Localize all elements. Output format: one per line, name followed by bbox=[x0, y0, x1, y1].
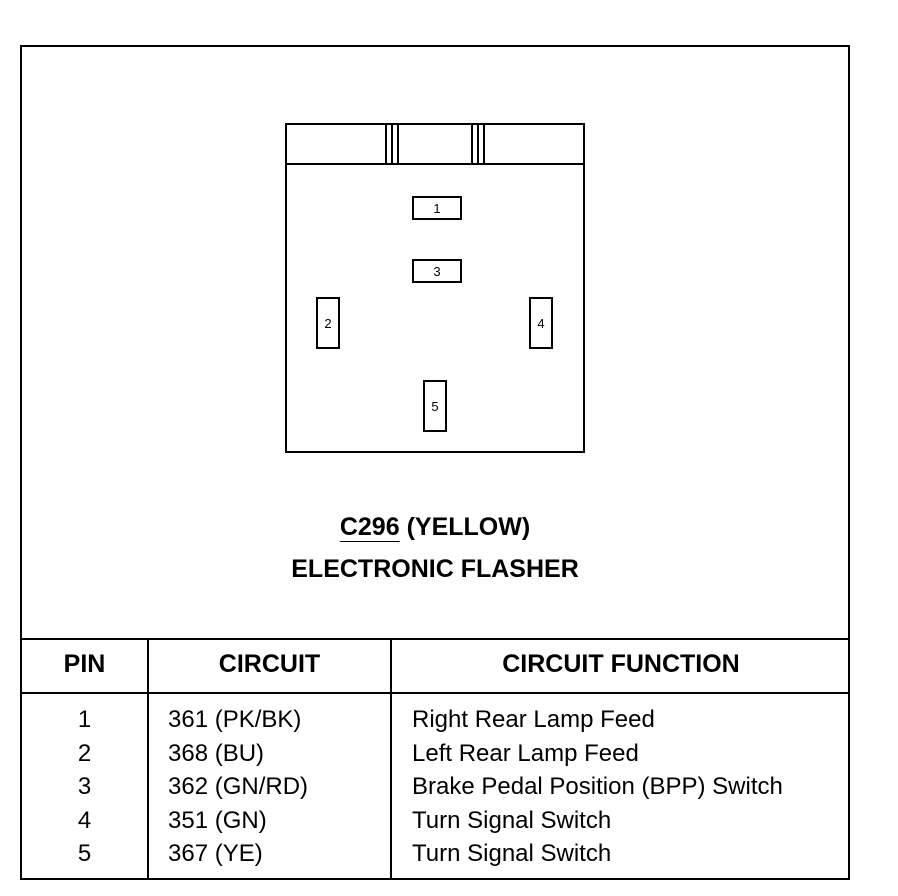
row-pin: 5 bbox=[77, 840, 92, 867]
table-header-rule bbox=[20, 692, 850, 694]
latch-slot-left bbox=[385, 125, 399, 163]
row-function: Turn Signal Switch bbox=[412, 806, 612, 834]
header-circuit: CIRCUIT bbox=[218, 650, 321, 678]
pin-3-label: 3 bbox=[433, 263, 441, 279]
connector-face: 1 2 3 4 5 bbox=[285, 123, 585, 453]
connector-id: C296 bbox=[339, 513, 400, 541]
table-column-divider bbox=[390, 638, 392, 880]
row-function: Turn Signal Switch bbox=[412, 840, 612, 867]
table-row: 3 362 (GN/RD) Brake Pedal Position (BPP)… bbox=[22, 773, 848, 807]
row-circuit: 368 (BU) bbox=[168, 739, 265, 767]
pin-1-label: 1 bbox=[433, 200, 441, 216]
row-circuit: 361 (PK/BK) bbox=[168, 706, 302, 733]
connector-color: (YELLOW) bbox=[406, 513, 531, 541]
pin-2-label: 2 bbox=[324, 315, 332, 331]
pin-1-terminal: 1 bbox=[412, 196, 462, 220]
header-pin: PIN bbox=[63, 650, 106, 678]
table-column-divider bbox=[147, 638, 149, 880]
pin-table-body: 1 361 (PK/BK) Right Rear Lamp Feed 2 368… bbox=[22, 706, 848, 874]
table-row: 1 361 (PK/BK) Right Rear Lamp Feed bbox=[22, 706, 848, 740]
pin-2-terminal: 2 bbox=[316, 297, 340, 349]
table-row: 5 367 (YE) Turn Signal Switch bbox=[22, 840, 848, 874]
latch-slot-right bbox=[471, 125, 485, 163]
row-function: Right Rear Lamp Feed bbox=[412, 706, 655, 733]
pin-3-terminal: 3 bbox=[412, 259, 462, 283]
connector-latch-bar bbox=[287, 125, 583, 165]
pin-5-label: 5 bbox=[431, 398, 439, 414]
row-pin: 3 bbox=[77, 773, 92, 800]
row-pin: 4 bbox=[77, 806, 92, 834]
connector-title: C296 (YELLOW) bbox=[20, 513, 850, 542]
row-circuit: 362 (GN/RD) bbox=[168, 773, 309, 800]
pin-4-terminal: 4 bbox=[529, 297, 553, 349]
row-pin: 2 bbox=[77, 739, 92, 767]
connector-name: ELECTRONIC FLASHER bbox=[291, 555, 579, 583]
row-circuit: 367 (YE) bbox=[168, 840, 263, 867]
row-function: Brake Pedal Position (BPP) Switch bbox=[412, 773, 783, 800]
diagram-frame bbox=[20, 45, 850, 880]
pin-5-terminal: 5 bbox=[423, 380, 447, 432]
table-row: 4 351 (GN) Turn Signal Switch bbox=[22, 807, 848, 841]
row-pin: 1 bbox=[77, 706, 92, 733]
row-function: Left Rear Lamp Feed bbox=[412, 739, 639, 767]
pin-4-label: 4 bbox=[537, 315, 545, 331]
table-top-rule bbox=[20, 638, 850, 640]
row-circuit: 351 (GN) bbox=[168, 806, 267, 834]
table-row: 2 368 (BU) Left Rear Lamp Feed bbox=[22, 740, 848, 774]
header-circuit-function: CIRCUIT FUNCTION bbox=[502, 650, 740, 678]
